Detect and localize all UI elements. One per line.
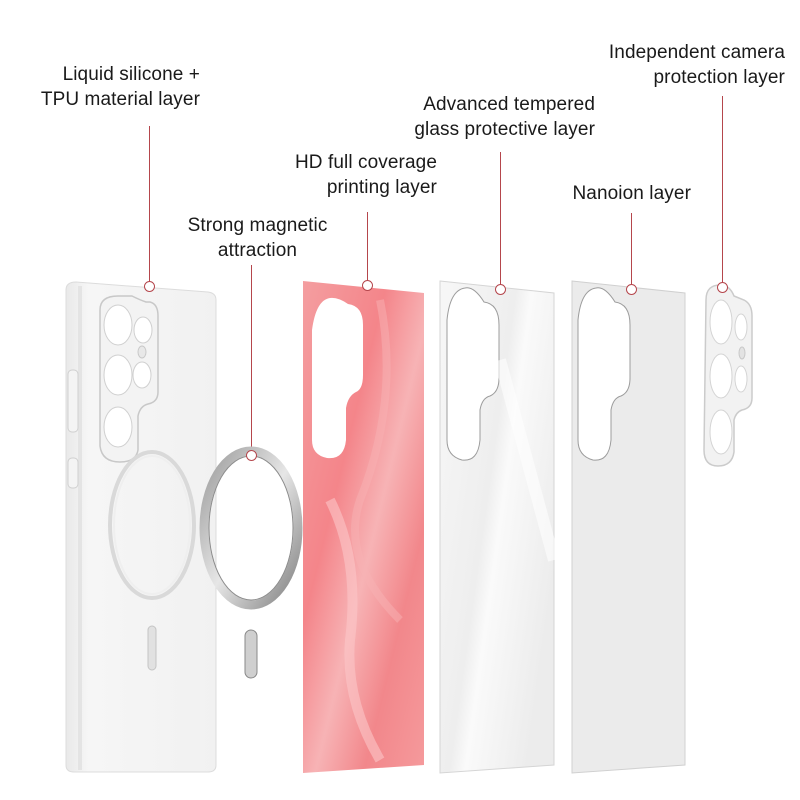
- leader-dot-case: [144, 281, 155, 292]
- leader-dot-camera: [717, 282, 728, 293]
- label-line: TPU material layer: [40, 89, 200, 110]
- phone-case: [65, 281, 217, 773]
- label-line: HD full coverage: [294, 152, 437, 173]
- leader-line-camera: [722, 96, 724, 284]
- label-line: Liquid silicone +: [62, 64, 200, 85]
- leader-line-nano: [631, 213, 633, 286]
- label-line: Advanced tempered: [423, 94, 595, 115]
- label-line: Strong magnetic: [187, 215, 328, 236]
- leader-dot-nano: [626, 284, 637, 295]
- leader-line-case: [149, 126, 151, 283]
- label-line: printing layer: [326, 177, 437, 198]
- tempered-glass-layer: [439, 280, 560, 774]
- magnetic-ring: [199, 446, 303, 679]
- label-case-material: Liquid silicone + TPU material layer: [20, 62, 200, 112]
- leader-dot-glass: [495, 284, 506, 295]
- leader-line-glass: [500, 152, 502, 285]
- leader-line-printing: [367, 212, 369, 282]
- label-line: Independent camera: [608, 42, 785, 63]
- label-nanoion: Nanoion layer: [540, 181, 691, 206]
- label-glass: Advanced tempered glass protective layer: [385, 92, 595, 142]
- label-line: glass protective layer: [414, 119, 595, 140]
- label-line: protection layer: [653, 67, 785, 88]
- label-printing: HD full coverage printing layer: [260, 150, 437, 200]
- label-line: Nanoion layer: [572, 183, 691, 204]
- label-magnetic: Strong magnetic attraction: [170, 213, 345, 263]
- camera-protection-layer: [703, 284, 753, 467]
- leader-dot-magnet: [246, 450, 257, 461]
- leader-dot-printing: [362, 280, 373, 291]
- label-camera: Independent camera protection layer: [580, 40, 785, 90]
- leader-line-magnet: [251, 265, 253, 452]
- printing-layer: [303, 281, 424, 773]
- label-line: attraction: [217, 240, 298, 261]
- nanoion-layer: [571, 280, 686, 774]
